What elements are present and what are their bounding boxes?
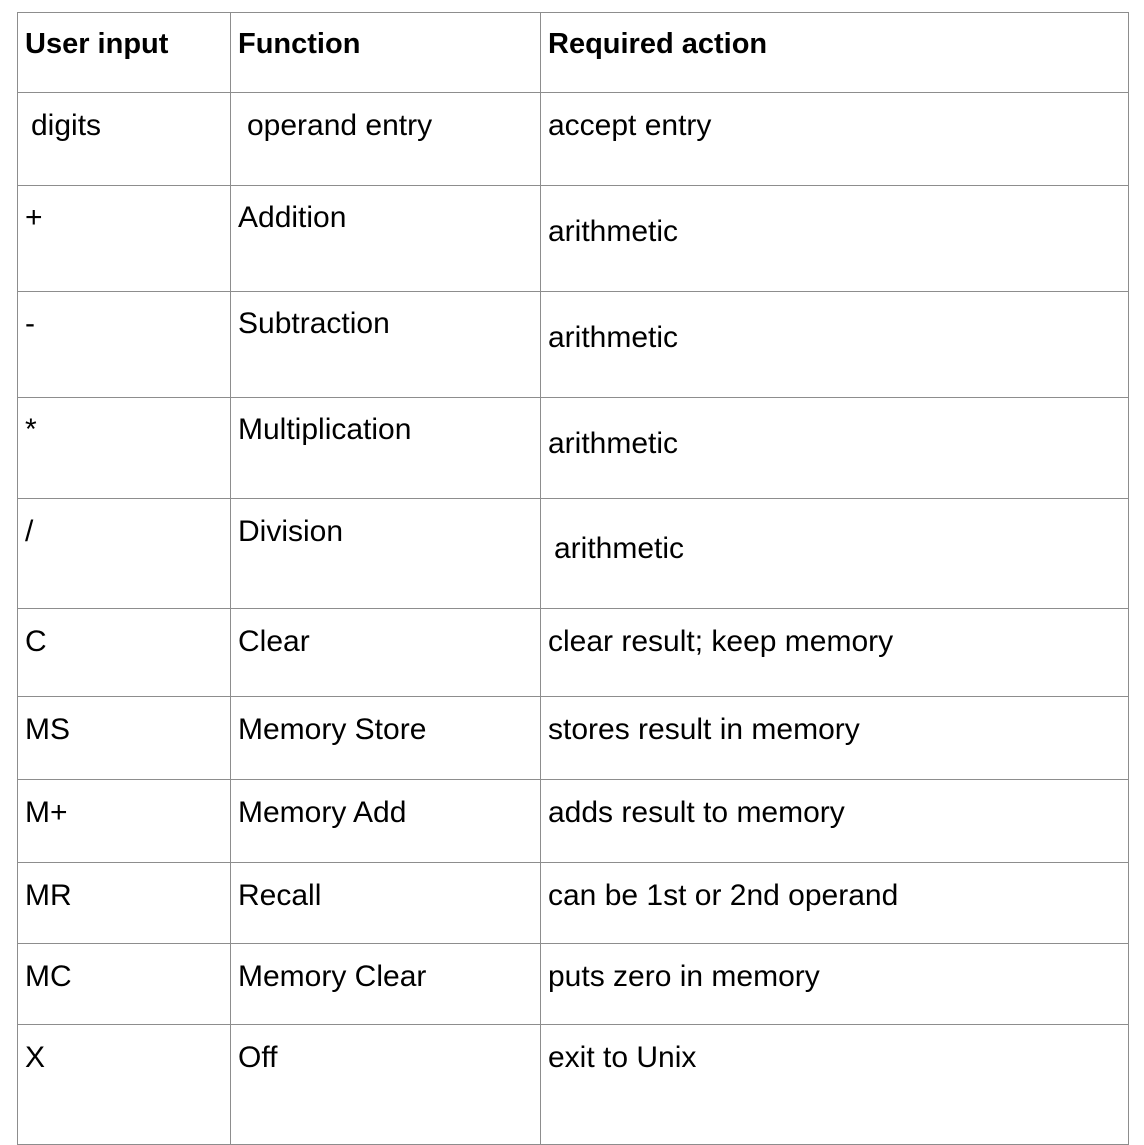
table-header-row: User input Function Required action <box>17 12 1129 93</box>
cell-function: Division <box>230 498 541 609</box>
table-row: MC Memory Clear puts zero in memory <box>17 943 1129 1025</box>
cell-function: Memory Add <box>230 779 541 863</box>
calculator-key-reference-table: User input Function Required action digi… <box>17 12 1129 1145</box>
cell-function: Memory Store <box>230 696 541 780</box>
cell-user-input: C <box>17 608 231 697</box>
cell-user-input: / <box>17 498 231 609</box>
column-header-function: Function <box>230 12 541 93</box>
cell-user-input: - <box>17 291 231 398</box>
column-header-required-action: Required action <box>540 12 1129 93</box>
cell-function: Memory Clear <box>230 943 541 1025</box>
table-row: X Off exit to Unix <box>17 1024 1129 1145</box>
table-row: digits operand entry accept entry <box>17 92 1129 186</box>
cell-required-action: arithmetic <box>540 185 1129 292</box>
cell-user-input: * <box>17 397 231 499</box>
table-row: + Addition arithmetic <box>17 185 1129 292</box>
table-row: * Multiplication arithmetic <box>17 397 1129 499</box>
table-row: - Subtraction arithmetic <box>17 291 1129 398</box>
cell-required-action: clear result; keep memory <box>540 608 1129 697</box>
table-row: MR Recall can be 1st or 2nd operand <box>17 862 1129 944</box>
cell-required-action: arithmetic <box>540 397 1129 499</box>
table-row: MS Memory Store stores result in memory <box>17 696 1129 780</box>
cell-user-input: MS <box>17 696 231 780</box>
cell-function: Addition <box>230 185 541 292</box>
column-header-user-input: User input <box>17 12 231 93</box>
cell-required-action: arithmetic <box>540 291 1129 398</box>
cell-user-input: M+ <box>17 779 231 863</box>
cell-required-action: stores result in memory <box>540 696 1129 780</box>
cell-user-input: MR <box>17 862 231 944</box>
cell-required-action: puts zero in memory <box>540 943 1129 1025</box>
cell-function: Recall <box>230 862 541 944</box>
cell-user-input: digits <box>17 92 231 186</box>
table-row: C Clear clear result; keep memory <box>17 608 1129 697</box>
cell-required-action: accept entry <box>540 92 1129 186</box>
table-row: / Division arithmetic <box>17 498 1129 609</box>
table-row: M+ Memory Add adds result to memory <box>17 779 1129 863</box>
cell-function: Clear <box>230 608 541 697</box>
cell-required-action: arithmetic <box>540 498 1129 609</box>
cell-required-action: adds result to memory <box>540 779 1129 863</box>
cell-required-action: can be 1st or 2nd operand <box>540 862 1129 944</box>
cell-function: Off <box>230 1024 541 1145</box>
cell-function: Subtraction <box>230 291 541 398</box>
cell-function: Multiplication <box>230 397 541 499</box>
cell-required-action: exit to Unix <box>540 1024 1129 1145</box>
cell-user-input: MC <box>17 943 231 1025</box>
cell-user-input: + <box>17 185 231 292</box>
cell-user-input: X <box>17 1024 231 1145</box>
cell-function: operand entry <box>230 92 541 186</box>
